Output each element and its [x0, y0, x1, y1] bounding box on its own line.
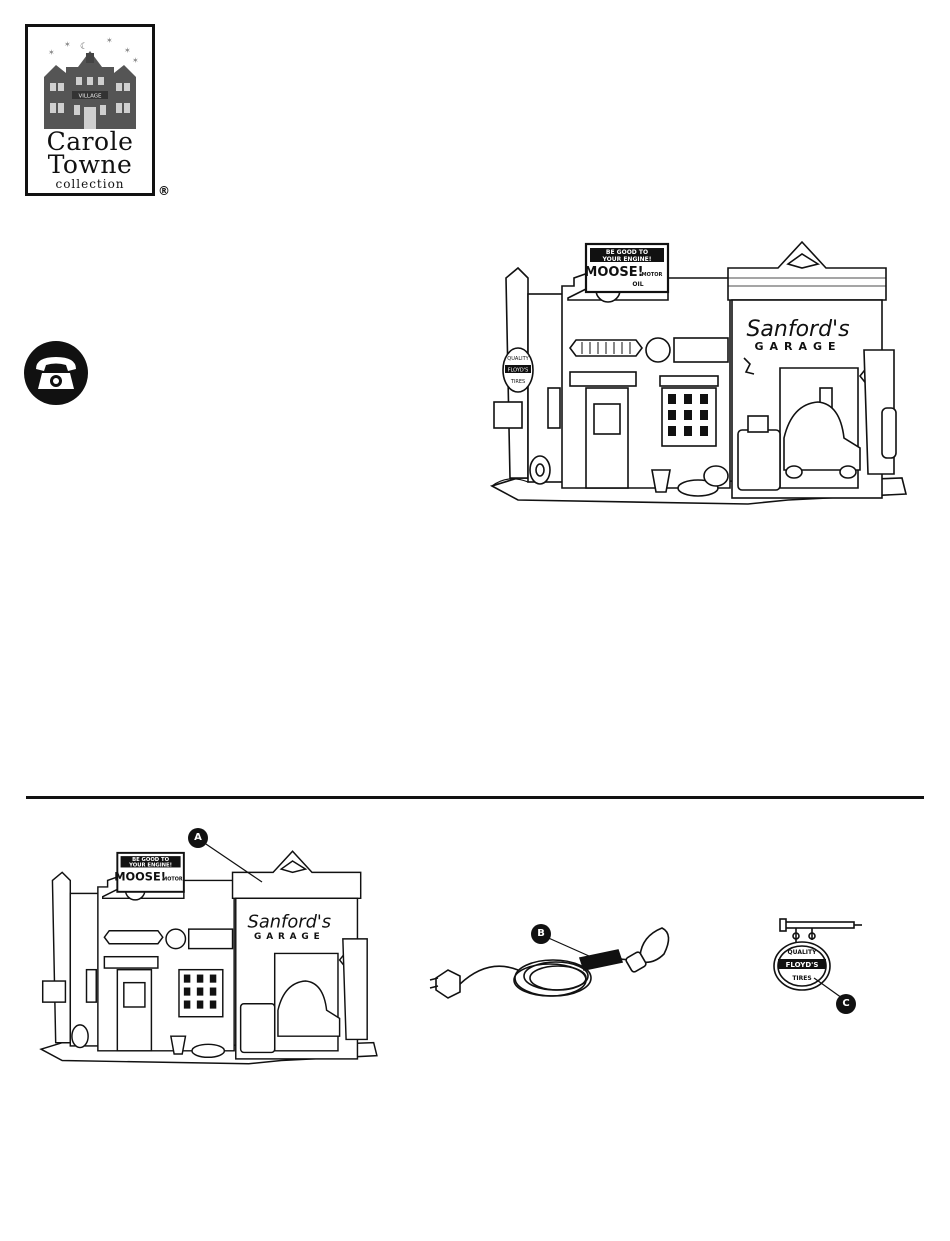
part-a-storefront-sub: GARAGE [254, 932, 325, 942]
main-tire-sign-mid: FLOYD'S [508, 368, 529, 374]
part-c-sign-top: QUALITY [788, 949, 818, 956]
main-sign-line-1: BE GOOD TO [606, 249, 648, 256]
logo-sign-text: VILLAGE [78, 94, 102, 100]
svg-text:✶: ✶ [106, 36, 113, 45]
svg-text:✶: ✶ [132, 56, 139, 65]
part-a-sign-brand: MOOSE! [114, 869, 166, 883]
logo-brand-line-3: collection [28, 177, 152, 191]
main-sign-line-3: MOTOR [642, 272, 663, 278]
svg-text:✶: ✶ [64, 40, 71, 49]
main-storefront-name: Sanford's [746, 317, 849, 342]
main-sign-brand: MOOSE! [584, 265, 643, 280]
callout-c-marker: C [836, 994, 856, 1014]
logo-brand-line-2: Towne [28, 150, 152, 179]
part-c-sign-bottom: TIRES [792, 975, 811, 982]
svg-text:✶: ✶ [48, 48, 55, 57]
main-sign-line-4: OIL [632, 281, 643, 288]
svg-text:✶: ✶ [124, 46, 131, 55]
part-a-sign-line-3: MOTOR [162, 876, 182, 882]
part-a-sign-line-2: YOUR ENGINE! [128, 863, 172, 869]
brand-logo: ✶✶✶✶✶ ☾ VILLAGE Carole Towne collection [25, 24, 155, 196]
callout-a-marker: A [188, 828, 208, 848]
section-divider [26, 796, 924, 799]
registered-mark: ® [158, 184, 170, 198]
svg-text:☾: ☾ [80, 42, 88, 52]
main-storefront-sub: GARAGE [754, 340, 841, 353]
main-tire-sign-bottom: TIRES [510, 379, 525, 385]
part-a-storefront-name: Sanford's [248, 911, 332, 932]
callout-b-marker: B [531, 924, 551, 944]
garage-building-illustration: QUALITY FLOYD'S TIRES BE GOOD TO YOUR EN… [488, 238, 910, 524]
telephone-icon [24, 341, 88, 405]
main-sign-line-2: YOUR ENGINE! [602, 256, 652, 263]
main-tire-sign-top: QUALITY [507, 356, 529, 362]
part-c-sign-mid: FLOYD'S [786, 961, 819, 969]
